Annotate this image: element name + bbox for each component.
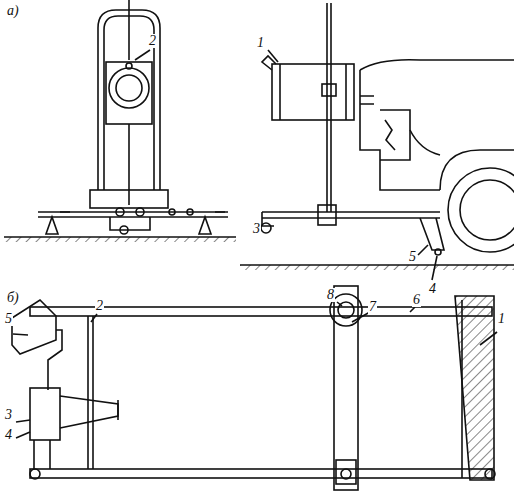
front-view bbox=[4, 0, 236, 242]
callout-number: 3 bbox=[4, 408, 13, 422]
callout-number: б) bbox=[6, 291, 20, 305]
side-view bbox=[240, 3, 514, 270]
callout-number: 6 bbox=[412, 293, 421, 307]
callout-number: а) bbox=[6, 4, 20, 18]
callout-number: 2 bbox=[148, 34, 157, 48]
callout-number: 7 bbox=[368, 300, 377, 314]
callout-number: 5 bbox=[408, 250, 417, 264]
callout-number: 3 bbox=[252, 222, 261, 236]
callout-number: 5 bbox=[4, 312, 13, 326]
callout-number: 1 bbox=[497, 312, 506, 326]
callout-number: 4 bbox=[428, 282, 437, 296]
callout-number: 2 bbox=[95, 299, 104, 313]
callout-number: 8 bbox=[326, 288, 335, 302]
callout-number: 1 bbox=[256, 36, 265, 50]
callout-number: 4 bbox=[4, 428, 13, 442]
plan-view bbox=[12, 50, 497, 490]
